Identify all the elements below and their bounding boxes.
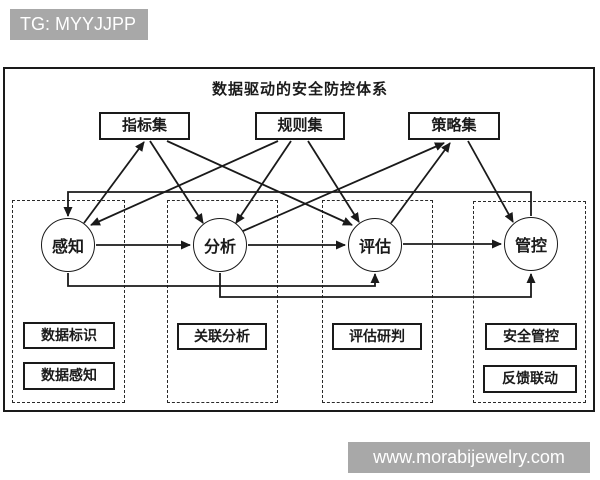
box-correlation-analysis: 关联分析 [177, 323, 267, 350]
box-strategy-set: 策略集 [408, 112, 500, 140]
circle-analysis: 分析 [193, 218, 247, 272]
circle-control: 管控 [504, 217, 558, 271]
dashed-group-analysis [167, 200, 278, 403]
circle-analysis-label: 分析 [203, 239, 236, 256]
circle-perception-label: 感知 [51, 239, 84, 256]
box-feedback-linkage: 反馈联动 [483, 365, 577, 393]
circle-perception: 感知 [41, 218, 95, 272]
dashed-group-control [473, 201, 586, 403]
box-data-perception: 数据感知 [23, 362, 115, 390]
website-watermark-badge: www.morabijewelry.com [348, 442, 590, 473]
box-rule-set: 规则集 [255, 112, 345, 140]
circle-evaluation-label: 评估 [358, 239, 391, 256]
edge-analysis-to-strategies [242, 142, 445, 232]
edge-perception-skip-evaluation [67, 273, 380, 287]
circle-control-label: 管控 [514, 238, 547, 255]
box-evaluation-judgement: 评估研判 [332, 323, 422, 350]
edge-control-feedback-perception [63, 191, 532, 217]
edge-perception-to-indicators [83, 141, 145, 224]
edge-indicators-to-evaluation [166, 140, 353, 226]
edge-rules-to-perception [90, 140, 279, 226]
box-data-identification: 数据标识 [23, 322, 115, 349]
dashed-group-evaluation [322, 200, 433, 403]
edge-strategies-to-control [467, 140, 514, 223]
edge-rules-to-analysis [235, 140, 292, 224]
diagram-title: 数据驱动的安全防控体系 [211, 81, 388, 98]
telegram-watermark-badge: TG: MYYJJPP [10, 9, 148, 40]
box-security-control: 安全管控 [485, 323, 577, 350]
box-indicator-set: 指标集 [99, 112, 190, 140]
edge-rules-to-evaluation [307, 140, 360, 223]
edge-analysis-skip-control [219, 273, 536, 298]
edge-evaluation-to-strategies [390, 142, 451, 224]
edge-indicators-to-analysis [149, 140, 204, 224]
circle-evaluation: 评估 [348, 218, 402, 272]
diagram-border [3, 67, 595, 412]
